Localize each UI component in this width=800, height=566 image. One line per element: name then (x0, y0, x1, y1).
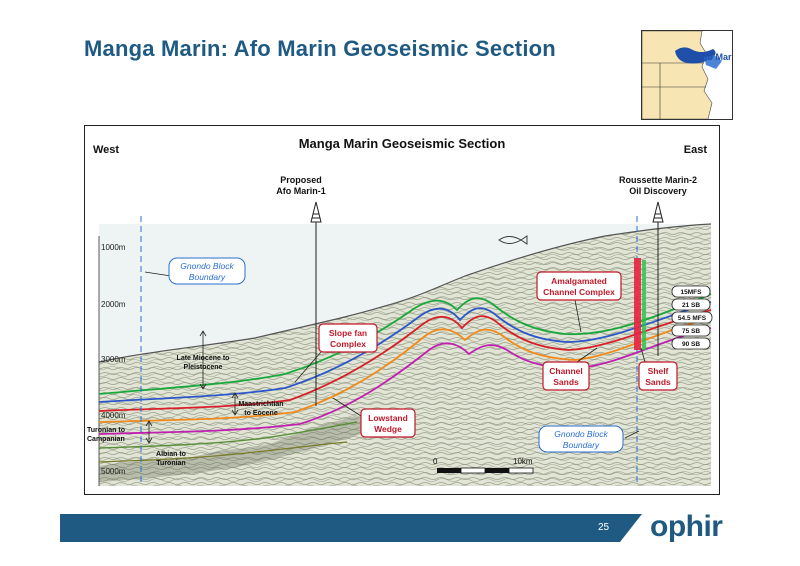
inset-location-map: Afo Marin (641, 30, 733, 120)
seabed-line (98, 223, 712, 363)
well-roussette-label-line2: Oil Discovery (629, 186, 687, 196)
log-green-bar (642, 260, 646, 350)
horizon-orange (98, 317, 712, 423)
callout-lowstand-line1: Lowstand (368, 413, 408, 423)
horizon-tag-90sb-text: 90 SB (682, 341, 700, 348)
scale-bar: 0 10km (433, 457, 534, 474)
inset-land (642, 31, 713, 119)
east-label: East (684, 144, 708, 156)
gnondo-boundary-callout-west: Gnondo Block Boundary (144, 257, 246, 285)
horizon-green (98, 293, 712, 395)
depth-4000: 4000m (101, 411, 126, 420)
well-afo-derrick-icon (310, 201, 322, 223)
boundary-west-line1: Gnondo Block (180, 261, 234, 271)
horizon-tag-15mfs: 15MFS (671, 285, 711, 298)
callout-slope-fan-line2: Complex (330, 339, 366, 349)
gnondo-boundary-callout-east: Gnondo Block Boundary (538, 425, 640, 453)
slide-title: Manga Marin: Afo Marin Geoseismic Sectio… (84, 36, 556, 61)
horizon-tag-75sb: 75 SB (671, 324, 711, 337)
horizon-tag-545mfs: 54.5 MFS (671, 311, 713, 324)
deep-zone (99, 416, 385, 482)
interval-maastrichtian: Maastrichtian to Eocene (231, 392, 284, 417)
callout-amalgamated-line1: Amalgamated (551, 276, 607, 286)
footer-bar (60, 514, 620, 542)
interval-maastrichtian-line2: to Eocene (244, 410, 278, 417)
page-number: 25 (598, 522, 610, 533)
section-graphic: Manga Marin Geoseismic Section West East… (87, 136, 713, 486)
horizon-tag-15mfs-text: 15MFS (681, 289, 703, 296)
interval-maastrichtian-line1: Maastrichtian (238, 401, 283, 408)
scale-start: 0 (433, 457, 438, 466)
interval-albian-line2: Turonian (156, 460, 185, 467)
interval-turonian-campanian: Turonian to Campanian (87, 420, 153, 444)
callout-shelf-line1: Shelf (648, 366, 669, 376)
callout-channel-line1: Channel (549, 366, 583, 376)
depth-5000: 5000m (101, 467, 126, 476)
depth-1000: 1000m (101, 243, 126, 252)
interval-late-miocene: Late Miocene to Pleistocene (177, 330, 230, 390)
well-afo-label-line1: Proposed (280, 175, 322, 185)
interval-turonian-line2: Campanian (87, 436, 125, 443)
callout-slope-fan: Slope fan Complex (294, 323, 378, 383)
well-roussette-label-line1: Roussette Marin-2 (619, 175, 697, 185)
horizon-tag-90sb: 90 SB (671, 337, 711, 350)
inset-block-shape-2 (704, 55, 722, 69)
callout-lowstand-wedge: Lowstand Wedge (332, 397, 416, 438)
depth-3000: 3000m (101, 355, 126, 364)
callout-shelf-sands: Shelf Sands (638, 347, 678, 391)
well-afo-label-line2: Afo Marin-1 (276, 186, 326, 196)
callout-shelf-line2: Sands (645, 377, 671, 387)
company-logo: ophir (650, 510, 723, 543)
boundary-west-line2: Boundary (189, 272, 226, 282)
interval-late-miocene-line2: Pleistocene (184, 364, 223, 371)
horizon-tag-21sb-text: 21 SB (682, 302, 700, 309)
horizon-blue (98, 301, 712, 403)
callout-slope-fan-line1: Slope fan (329, 328, 367, 338)
horizon-deep (98, 441, 348, 463)
interval-late-miocene-line1: Late Miocene to (177, 355, 230, 362)
interval-albian-line1: Albian to (156, 451, 186, 458)
callout-amalgamated: Amalgamated Channel Complex (536, 271, 622, 333)
section-title: Manga Marin Geoseismic Section (299, 136, 506, 151)
horizon-red (98, 309, 712, 412)
fish-icon (498, 235, 528, 245)
interval-albian: Albian to Turonian (156, 451, 186, 467)
callout-channel-sands: Channel Sands (542, 347, 598, 391)
inset-map-label: Afo Marin (698, 52, 732, 62)
callout-amalgamated-line2: Channel Complex (543, 287, 615, 297)
shelf-sand-red-bar (634, 258, 641, 350)
callout-channel-line2: Sands (553, 377, 579, 387)
depth-2000: 2000m (101, 300, 126, 309)
horizon-tag-21sb: 21 SB (671, 298, 711, 311)
boundary-east-line1: Gnondo Block (554, 429, 608, 439)
horizon-tag-75sb-text: 75 SB (682, 328, 700, 335)
horizon-olive (98, 421, 358, 449)
geoseismic-section-figure: Manga Marin Geoseismic Section West East… (84, 125, 720, 495)
scale-end: 10km (513, 457, 533, 466)
well-roussette-derrick-icon (652, 201, 664, 223)
inset-map-graphic: Afo Marin (642, 31, 732, 119)
west-label: West (93, 144, 119, 156)
interval-turonian-line1: Turonian to (87, 427, 125, 434)
callout-lowstand-line2: Wedge (374, 424, 402, 434)
horizon-tag-545mfs-text: 54.5 MFS (678, 315, 707, 322)
footer-bar-tail (620, 514, 642, 542)
boundary-east-line2: Boundary (563, 440, 600, 450)
